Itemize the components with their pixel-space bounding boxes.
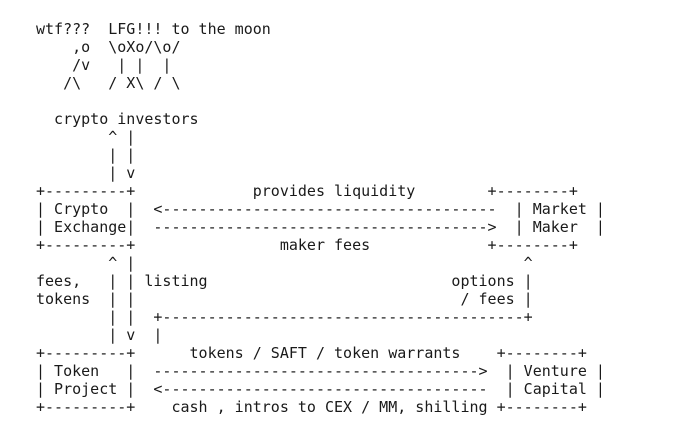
- line-stick-figures-bodies: /v | | |: [36, 56, 171, 74]
- token-project-box-row-1: | Token | ------------------------------…: [36, 362, 605, 380]
- investors-arrow-down: | v: [36, 164, 135, 182]
- exchange-box-row-1: | Crypto | <----------------------------…: [36, 200, 605, 218]
- line-stick-figures-caption: wtf??? LFG!!! to the moon: [36, 20, 271, 38]
- fees-listing-options-row: fees, | | listing options |: [36, 272, 533, 290]
- crypto-investors-label: crypto investors: [36, 110, 199, 128]
- exchange-box-row-2: | Exchange| ----------------------------…: [36, 218, 605, 236]
- line-stick-figures-legs: /\ / X\ / \: [36, 74, 181, 92]
- token-project-box-bottom: +---------+ cash , intros to CEX / MM, s…: [36, 398, 587, 416]
- connector-row: | | +-----------------------------------…: [36, 308, 533, 326]
- connector-down-row: | v |: [36, 326, 162, 344]
- mid-arrows-up: ^ | ^: [36, 254, 533, 272]
- line-stick-figures-heads: ,o \oXo/\o/: [36, 38, 181, 56]
- investors-arrow-mid: | |: [36, 146, 135, 164]
- token-project-box-row-2: | Project | <---------------------------…: [36, 380, 605, 398]
- exchange-box-top: +---------+ provides liquidity +--------…: [36, 182, 578, 200]
- investors-arrow-up: ^ |: [36, 128, 135, 146]
- tokens-fees-row: tokens | | / fees |: [36, 290, 533, 308]
- exchange-box-bottom: +---------+ maker fees +--------+: [36, 236, 578, 254]
- token-project-box-top: +---------+ tokens / SAFT / token warran…: [36, 344, 587, 362]
